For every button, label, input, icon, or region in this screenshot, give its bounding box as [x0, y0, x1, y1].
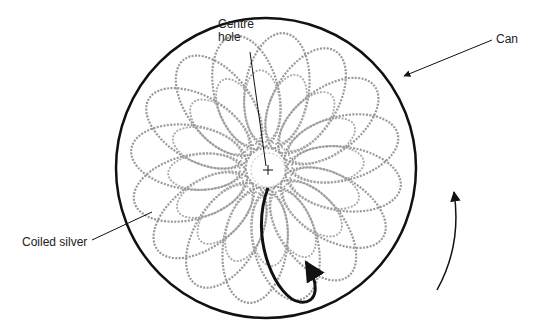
silver-coil	[201, 28, 292, 156]
coil-path-arrow	[261, 188, 315, 302]
rotation-arrow	[437, 192, 456, 290]
silver-coil	[274, 172, 352, 247]
silver-coil	[138, 154, 269, 275]
silver-coil	[159, 40, 280, 171]
silver-coil	[281, 139, 405, 219]
silver-coil	[250, 193, 290, 267]
centre-hole	[251, 153, 285, 187]
leader-arrow	[404, 40, 492, 76]
silver-coil	[167, 152, 241, 192]
leader-line	[92, 212, 152, 240]
silver-coil	[126, 142, 254, 233]
coiled-silver	[126, 28, 405, 307]
silver-coil	[242, 69, 282, 143]
label-text: Coiled silver	[22, 236, 92, 249]
silver-coil	[291, 144, 365, 184]
silver-coil	[181, 90, 259, 165]
leader-line	[250, 52, 266, 166]
silver-coil	[188, 176, 263, 254]
label-text: Can	[496, 33, 532, 46]
label-text: Centre hole	[218, 18, 270, 44]
centre-mark	[263, 165, 273, 175]
silver-coil	[127, 117, 251, 197]
silver-coil	[240, 179, 331, 307]
can-outline	[116, 18, 416, 318]
silver-coil	[270, 83, 345, 161]
silver-coil	[277, 103, 405, 194]
